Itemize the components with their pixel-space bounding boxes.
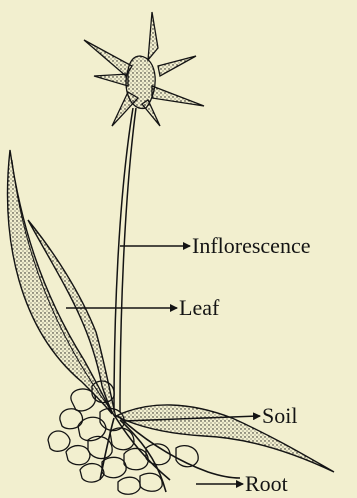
label-soil: Soil [262,405,297,427]
leaf-left [8,150,112,414]
flower-center [126,56,155,108]
petal [158,56,196,76]
petal [148,12,158,60]
petal [94,74,128,86]
label-root: Root [245,473,288,495]
label-inflorescence: Inflorescence [192,235,310,257]
petal [84,40,132,76]
soil-clumps [48,381,198,494]
flower-stalk [114,108,136,412]
pointer-lines [66,246,260,484]
flower-head [84,12,204,126]
label-leaf: Leaf [179,297,219,319]
petal [152,86,204,106]
